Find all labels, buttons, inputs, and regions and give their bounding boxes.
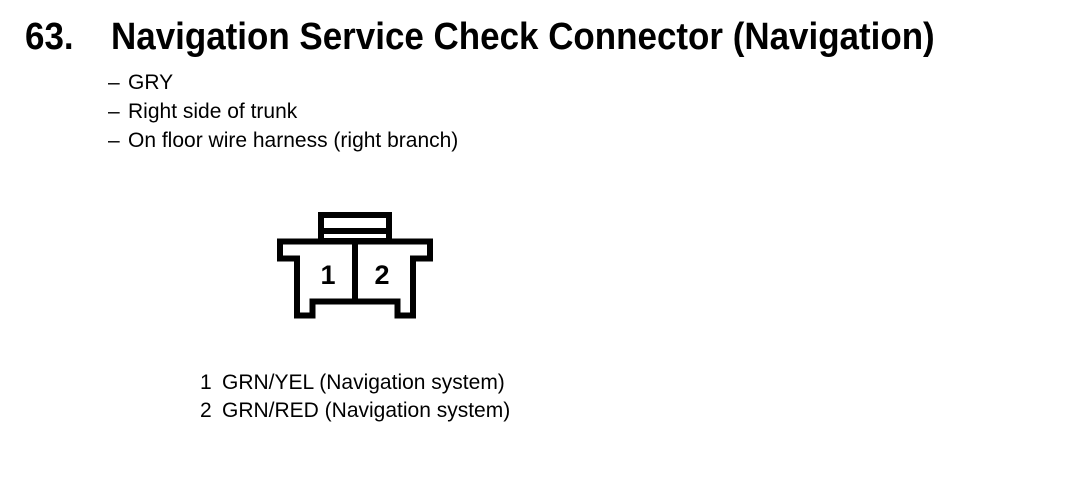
detail-text: GRY: [128, 71, 174, 94]
connector-details-list: – GRY – Right side of trunk – On floor w…: [108, 68, 458, 155]
bullet-dash: –: [108, 100, 120, 123]
bullet-dash: –: [108, 71, 120, 94]
detail-text: On floor wire harness (right branch): [128, 129, 459, 152]
item-number: 63.: [25, 16, 74, 58]
cavity-1-label: 1: [320, 260, 335, 290]
cavity-2-label: 2: [374, 260, 389, 290]
connector-diagram: 1 2: [277, 212, 433, 319]
detail-text: Right side of trunk: [128, 100, 298, 123]
pin-list: 1 GRN/YEL (Navigation system) 2 GRN/RED …: [200, 369, 510, 425]
pin-label: GRN/YEL (Navigation system): [222, 371, 505, 394]
pin-number: 2: [200, 399, 212, 422]
connector-figure: 1 2: [255, 205, 455, 330]
detail-item-location: – Right side of trunk: [108, 97, 458, 126]
pin-label: GRN/RED (Navigation system): [222, 399, 511, 422]
bullet-dash: –: [108, 129, 120, 152]
page-title: Navigation Service Check Connector (Navi…: [111, 16, 935, 58]
pin-row: 2 GRN/RED (Navigation system): [200, 397, 510, 425]
detail-item-harness: – On floor wire harness (right branch): [108, 126, 458, 155]
pin-number: 1: [200, 371, 212, 394]
pin-row: 1 GRN/YEL (Navigation system): [200, 369, 510, 397]
detail-item-color: – GRY: [108, 68, 458, 97]
